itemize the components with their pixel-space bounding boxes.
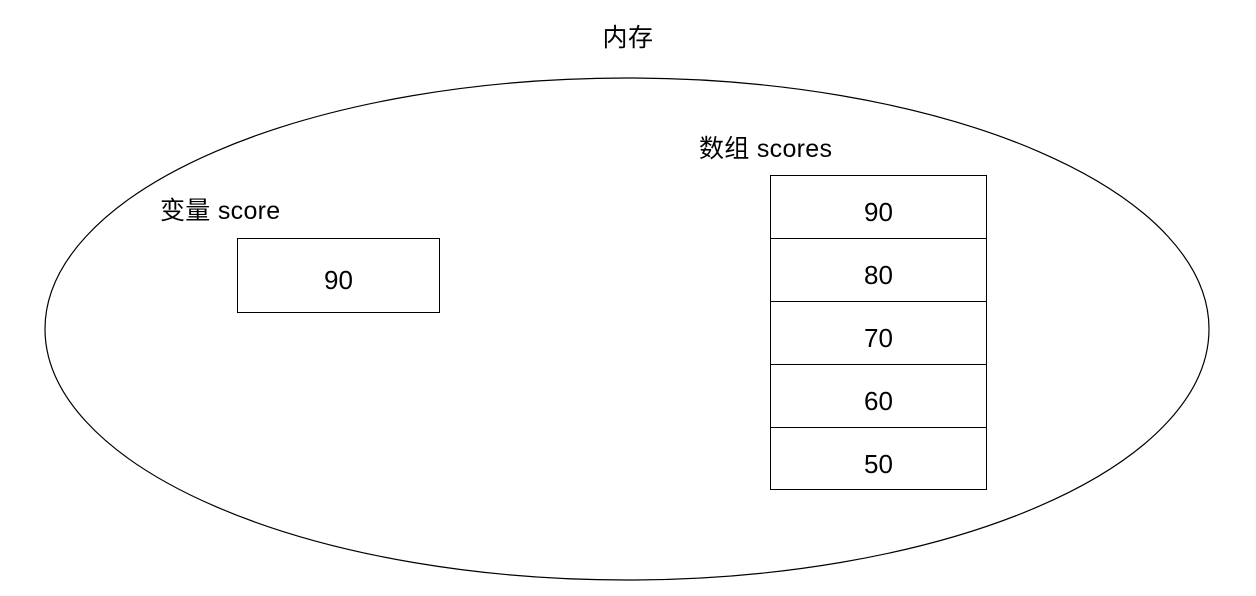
array-cell: 60 — [771, 365, 986, 428]
ellipse-outline — [44, 77, 1210, 581]
array-cell-value: 90 — [864, 197, 893, 227]
array-cell: 50 — [771, 428, 986, 491]
array-box: 90 80 70 60 50 — [770, 175, 987, 490]
array-label: 数组 scores — [699, 135, 833, 163]
variable-value: 90 — [324, 265, 353, 295]
array-cell-value: 80 — [864, 260, 893, 290]
array-cell-value: 60 — [864, 386, 893, 416]
array-cell: 70 — [771, 302, 986, 365]
variable-box: 90 — [237, 238, 440, 313]
page-title: 内存 — [602, 24, 654, 52]
array-cell-value: 50 — [864, 449, 893, 479]
variable-label: 变量 score — [160, 197, 281, 225]
array-cell: 80 — [771, 239, 986, 302]
array-cell-value: 70 — [864, 323, 893, 353]
array-cell: 90 — [771, 176, 986, 239]
